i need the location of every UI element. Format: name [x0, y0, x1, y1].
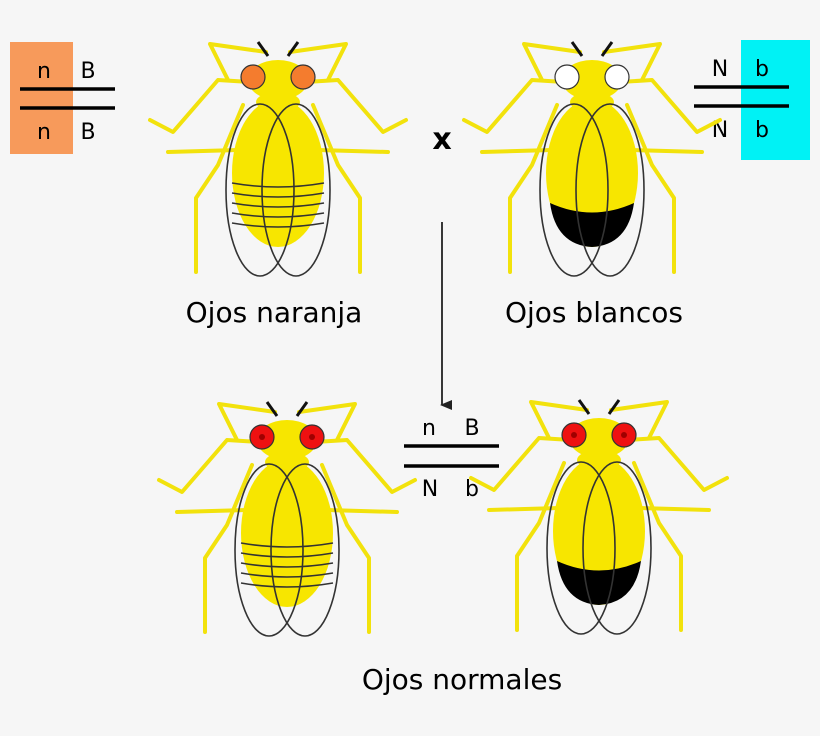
genotype-highlight-right — [741, 40, 810, 160]
allele-right-top-1: N — [712, 57, 728, 82]
cross-symbol: x — [432, 122, 451, 157]
allele-left-bottom-1: n — [37, 120, 51, 145]
fruit-fly-icon-orange-eyes — [148, 41, 408, 277]
allele-left-top-1: n — [37, 59, 51, 84]
label-normal-eyes: Ojos normales — [362, 663, 562, 696]
genotype-offspring: n B N b — [404, 416, 499, 502]
allele-offspring-top-2: B — [464, 416, 479, 441]
genotype-parent-left: n B n B — [10, 42, 115, 154]
genotype-highlight-left — [10, 42, 73, 154]
allele-left-top-2: B — [80, 59, 95, 84]
allele-offspring-top-1: n — [422, 416, 436, 441]
allele-left-bottom-2: B — [80, 120, 95, 145]
fruit-fly-icon-white-eyes — [462, 41, 722, 277]
fruit-fly-icon-offspring-female — [157, 401, 417, 637]
allele-right-bottom-2: b — [755, 118, 769, 143]
label-orange-eyes: Ojos naranja — [186, 296, 363, 329]
allele-right-top-2: b — [755, 57, 769, 82]
allele-offspring-bottom-2: b — [465, 477, 479, 502]
genotype-parent-right: N b N b — [694, 40, 810, 160]
label-white-eyes: Ojos blancos — [505, 296, 683, 329]
fruit-fly-icon-offspring-male — [469, 399, 729, 635]
allele-offspring-bottom-1: N — [422, 477, 438, 502]
